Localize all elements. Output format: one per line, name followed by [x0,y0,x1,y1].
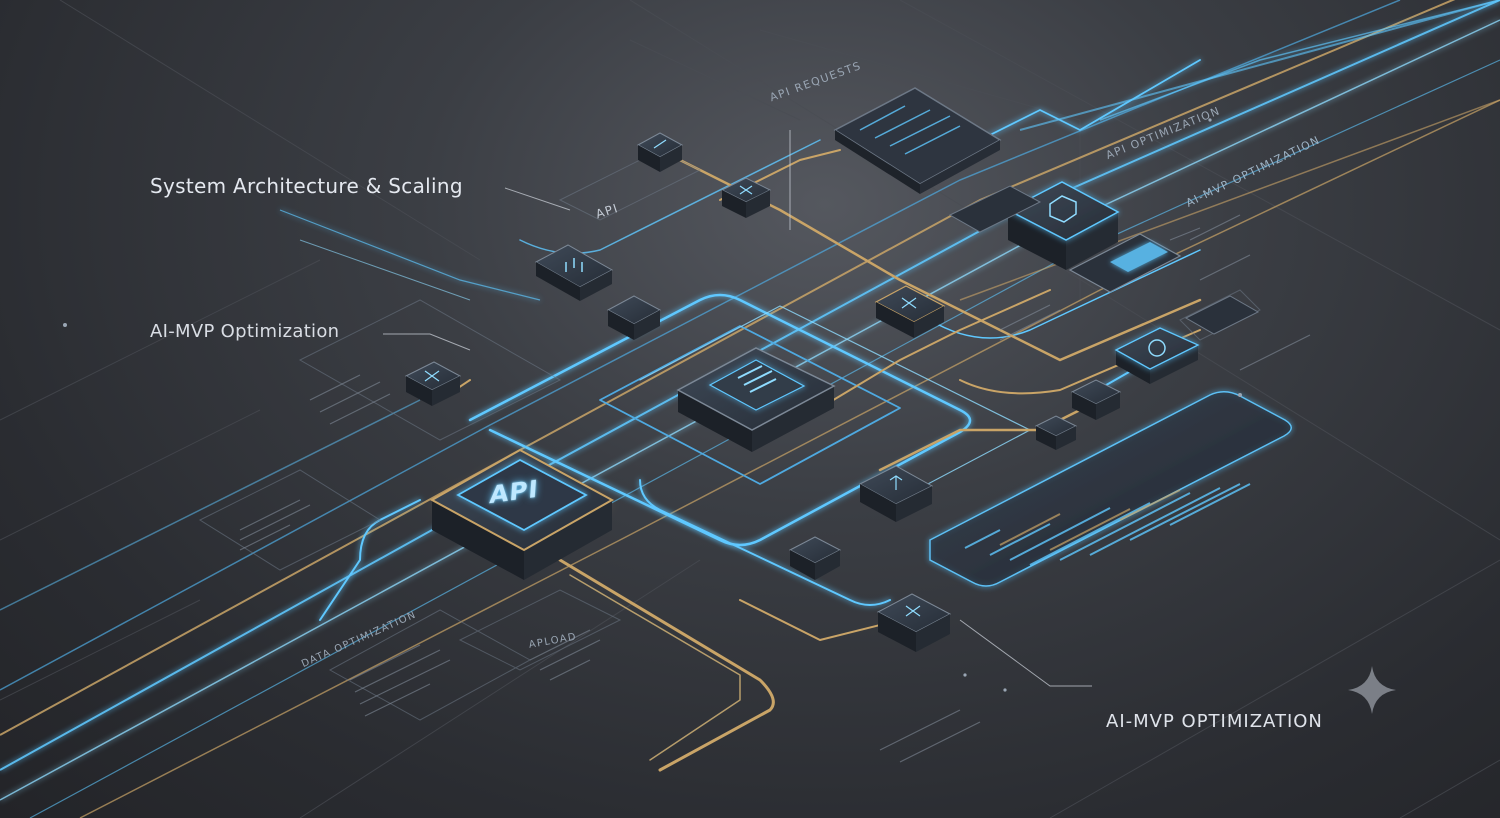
screen-module [948,185,1182,293]
status-dots [63,118,1242,692]
chip-nodes [404,132,1260,652]
ai-mvp-optimization-label: AI-MVP Optimization [150,321,340,342]
hexagon-icon [1049,195,1077,223]
node-cube-5 [606,295,662,340]
circle-chip [1114,327,1200,384]
node-cube-8 [788,536,842,580]
ghost-text-lines [239,214,1311,763]
node-cube-7 [858,465,934,522]
x-mark-icon [905,605,921,617]
node-cube-4 [534,244,614,301]
hex-chip [1006,181,1120,270]
x-mark-icon [739,185,753,195]
node-cube-11 [1034,415,1078,450]
node-cube-12 [1184,295,1260,335]
node-cube-2 [636,132,684,172]
background-panels [198,87,1311,763]
x-mark-icon [424,370,440,382]
node-cube-1 [404,361,462,406]
sparkle-icon [1348,666,1396,714]
node-cube-3 [720,177,772,218]
ai-mvp-optimization-caps-label: AI-MVP OPTIMIZATION [1106,711,1323,732]
code-panel-right [929,391,1292,587]
api-chip [429,448,615,580]
node-cube-10 [1070,379,1122,420]
system-architecture-label: System Architecture & Scaling [150,174,463,198]
x-mark-icon [901,297,917,309]
code-panel-top [833,87,1002,194]
node-cube-6 [874,285,946,338]
label-leader-lines [383,130,1092,687]
node-cube-9 [876,593,952,652]
central-chip [676,347,836,452]
